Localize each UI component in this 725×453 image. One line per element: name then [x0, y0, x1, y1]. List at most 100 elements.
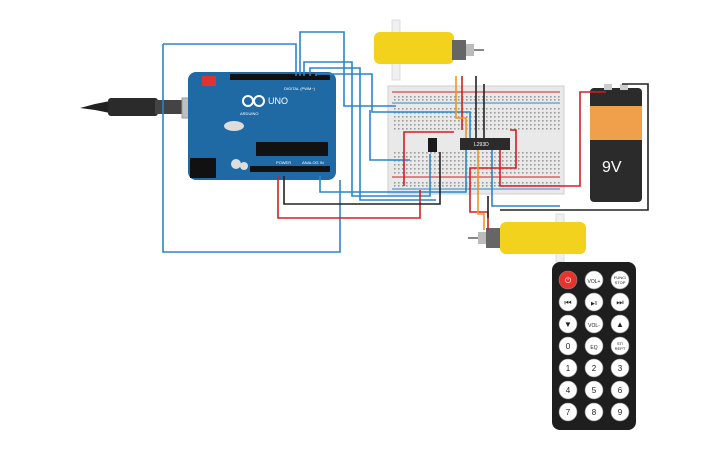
breadboard-hole	[414, 172, 416, 174]
remote-button[interactable]: FUNC/STOP	[610, 270, 630, 290]
breadboard-hole	[474, 152, 476, 154]
breadboard-hole	[550, 124, 552, 126]
breadboard-hole	[502, 116, 504, 118]
power-header-label: POWER	[276, 160, 291, 165]
breadboard-hole	[498, 164, 500, 166]
remote-button[interactable]: EQ	[584, 336, 604, 356]
remote-button[interactable]: 6	[610, 380, 630, 400]
breadboard-hole	[482, 116, 484, 118]
power-analog-header[interactable]	[250, 166, 330, 172]
remote-button[interactable]: 8	[584, 402, 604, 422]
breadboard-hole	[442, 128, 444, 130]
breadboard-hole	[554, 172, 556, 174]
breadboard-hole	[446, 160, 448, 162]
breadboard-hole	[458, 160, 460, 162]
breadboard-hole	[550, 152, 552, 154]
crystal	[224, 121, 244, 131]
breadboard-hole	[486, 112, 488, 114]
breadboard-hole	[422, 156, 424, 158]
breadboard-hole	[558, 160, 560, 162]
remote-button[interactable]: 2	[584, 358, 604, 378]
breadboard-hole	[494, 152, 496, 154]
breadboard-hole	[542, 96, 544, 98]
breadboard-hole	[430, 96, 432, 98]
breadboard-hole	[446, 96, 448, 98]
battery-9v[interactable]: 9V	[590, 84, 642, 202]
breadboard-hole	[442, 96, 444, 98]
breadboard-hole	[398, 99, 400, 101]
power-jack[interactable]	[190, 158, 216, 178]
breadboard-hole	[554, 96, 556, 98]
breadboard-hole	[506, 182, 508, 184]
l293d-driver-chip[interactable]	[460, 138, 510, 150]
remote-button[interactable]: ⏭	[610, 292, 630, 312]
breadboard-hole	[418, 116, 420, 118]
breadboard-hole	[450, 120, 452, 122]
remote-button[interactable]: ▶‖	[584, 292, 604, 312]
breadboard-hole	[430, 99, 432, 101]
remote-button[interactable]: ▼	[558, 314, 578, 334]
reset-button[interactable]	[202, 76, 216, 86]
breadboard-hole	[394, 120, 396, 122]
battery-label: 9V	[602, 159, 622, 176]
breadboard-hole	[402, 108, 404, 110]
remote-button[interactable]: 0	[558, 336, 578, 356]
breadboard-hole	[430, 120, 432, 122]
breadboard-hole	[526, 108, 528, 110]
breadboard-hole	[550, 99, 552, 101]
breadboard-hole	[450, 185, 452, 187]
remote-button[interactable]: ▲	[610, 314, 630, 334]
breadboard-hole	[398, 185, 400, 187]
breadboard-hole	[490, 156, 492, 158]
dc-motor-top[interactable]	[374, 19, 484, 81]
breadboard-hole	[510, 116, 512, 118]
breadboard-hole	[458, 124, 460, 126]
breadboard-hole	[410, 160, 412, 162]
remote-button[interactable]: 9	[610, 402, 630, 422]
breadboard-hole	[434, 164, 436, 166]
breadboard-hole	[514, 120, 516, 122]
breadboard-hole	[418, 182, 420, 184]
remote-button[interactable]: 5	[584, 380, 604, 400]
breadboard-hole	[510, 128, 512, 130]
ir-receiver[interactable]	[428, 138, 437, 152]
breadboard-hole	[418, 168, 420, 170]
remote-button[interactable]: ST/REPT	[610, 336, 630, 356]
breadboard-hole	[434, 185, 436, 187]
remote-button[interactable]: ⏻	[558, 270, 578, 290]
breadboard-hole	[514, 172, 516, 174]
remote-button[interactable]: 1	[558, 358, 578, 378]
breadboard-hole	[498, 128, 500, 130]
digital-header[interactable]	[230, 74, 330, 80]
breadboard-hole	[470, 160, 472, 162]
breadboard-hole	[466, 108, 468, 110]
breadboard-hole	[394, 99, 396, 101]
remote-button-label: 2	[592, 364, 597, 373]
breadboard-hole	[454, 120, 456, 122]
breadboard-hole	[410, 116, 412, 118]
breadboard-hole	[542, 152, 544, 154]
breadboard-hole	[410, 128, 412, 130]
breadboard-hole	[502, 156, 504, 158]
remote-button[interactable]: VOL+	[584, 270, 604, 290]
breadboard-hole	[462, 156, 464, 158]
breadboard-hole	[398, 152, 400, 154]
remote-button[interactable]: VOL-	[584, 314, 604, 334]
breadboard-hole	[550, 164, 552, 166]
breadboard-hole	[474, 120, 476, 122]
breadboard-hole	[502, 96, 504, 98]
dc-motor-bottom[interactable]	[468, 213, 586, 263]
remote-button[interactable]: 3	[610, 358, 630, 378]
breadboard-hole	[538, 124, 540, 126]
breadboard-hole	[518, 108, 520, 110]
breadboard-hole	[418, 108, 420, 110]
breadboard-hole	[470, 96, 472, 98]
breadboard-hole	[486, 128, 488, 130]
breadboard-hole	[422, 96, 424, 98]
arduino-uno-board[interactable]: UNO ARDUINO DIGITAL (PWM~) POWER ANALOG …	[188, 72, 336, 180]
breadboard-hole	[474, 116, 476, 118]
remote-button[interactable]: ⏮	[558, 292, 578, 312]
remote-button[interactable]: 4	[558, 380, 578, 400]
remote-button[interactable]: 7	[558, 402, 578, 422]
